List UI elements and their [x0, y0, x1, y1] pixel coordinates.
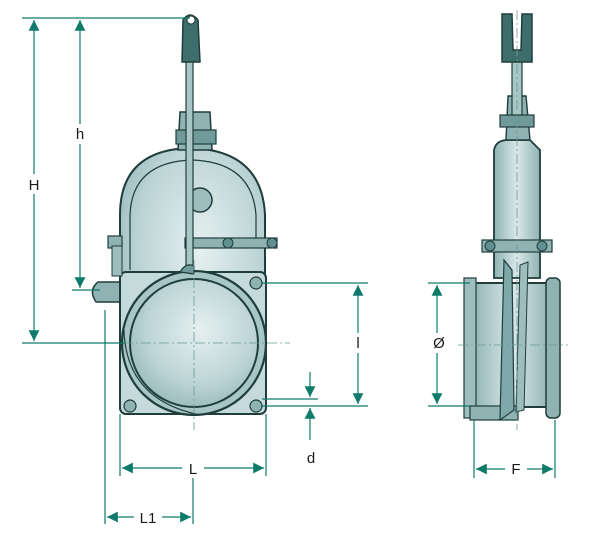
label-L1: L1 [140, 510, 157, 527]
valve-stem [185, 59, 194, 271]
side-bolt-left [484, 240, 496, 252]
side-right-flange [545, 277, 561, 419]
left-rib [111, 245, 123, 277]
label-H: H [29, 177, 40, 194]
side-view [458, 10, 568, 430]
flange-bolt-br [249, 399, 263, 413]
label-l: l [356, 335, 359, 352]
crossbar-bolt-1 [222, 237, 234, 249]
dimensions [22, 17, 556, 524]
label-d: d [307, 450, 315, 467]
side-lever [91, 281, 121, 303]
front-view [91, 14, 290, 430]
label-F: F [511, 461, 520, 478]
flange-bolt-tr [249, 276, 263, 290]
side-gate-seat [515, 261, 529, 413]
side-bolt-right [536, 240, 548, 252]
handle-eye [186, 15, 196, 25]
gate-shadow [123, 329, 201, 416]
dimension-labels: H h l d L L1 Ø F [24, 124, 527, 527]
packing-nut [175, 129, 217, 145]
side-left-flange [463, 277, 477, 419]
label-h: h [76, 126, 84, 143]
label-L: L [189, 461, 197, 478]
side-fork-handle [501, 13, 533, 63]
flange-bolt-bl [123, 399, 137, 413]
label-diameter: Ø [433, 335, 445, 352]
crossbar-bolt-2 [266, 237, 278, 249]
side-gate-blade [499, 258, 515, 422]
